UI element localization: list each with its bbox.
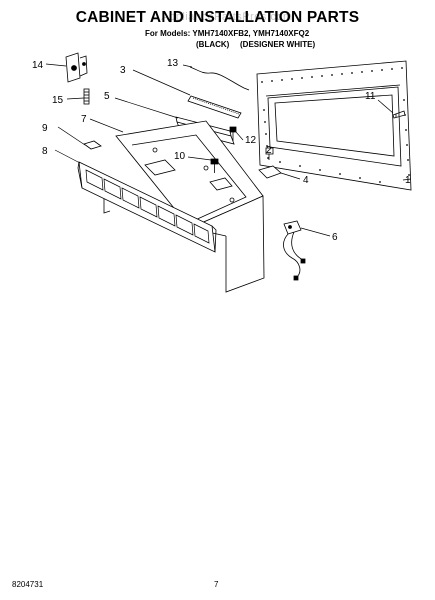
part-1-front-panel <box>256 60 412 191</box>
model-list: For Models: YMH7140XFB2, YMH7140XFQ2 <box>145 29 310 38</box>
variant-designer-white: (DESIGNER WHITE) <box>240 40 316 49</box>
part-15-spring <box>83 88 90 105</box>
part-3-vent-strip <box>187 95 242 119</box>
part-7-cabinet <box>103 120 265 293</box>
callout-8: 8 <box>42 146 48 157</box>
callout-13: 13 <box>167 58 179 69</box>
document-number: 8204731 <box>12 580 44 589</box>
variant-black: (BLACK) <box>196 40 230 49</box>
callout-4: 4 <box>303 175 309 186</box>
part-6-terminal-block <box>283 220 306 281</box>
callout-14: 14 <box>32 60 44 71</box>
part-2-clip <box>265 147 274 160</box>
callout-9: 9 <box>42 123 48 134</box>
callout-3: 3 <box>120 65 126 76</box>
callout-1: 1 <box>405 175 411 186</box>
page-number: 7 <box>214 580 219 589</box>
part-8-grille <box>77 161 217 253</box>
part-9-pad <box>83 140 102 150</box>
part-11-screw <box>392 110 406 119</box>
page-title: CABINET AND INSTALLATION PARTS <box>75 9 360 26</box>
callout-10: 10 <box>174 151 186 162</box>
callout-7: 7 <box>81 114 87 125</box>
callout-2: 2 <box>266 145 272 156</box>
part-13-wire <box>189 66 250 91</box>
callout-15: 15 <box>52 95 64 106</box>
callout-6: 6 <box>332 232 338 243</box>
part-10-screw <box>210 158 219 173</box>
part-14-bracket <box>65 52 88 83</box>
callout-5: 5 <box>104 91 110 102</box>
callout-12: 12 <box>245 135 257 146</box>
callout-labels: 14 15 3 13 5 7 9 8 10 12 11 2 1 4 6 <box>32 58 411 243</box>
watermark: AppliancePartsPros.com <box>161 11 293 23</box>
callout-11: 11 <box>365 91 376 102</box>
